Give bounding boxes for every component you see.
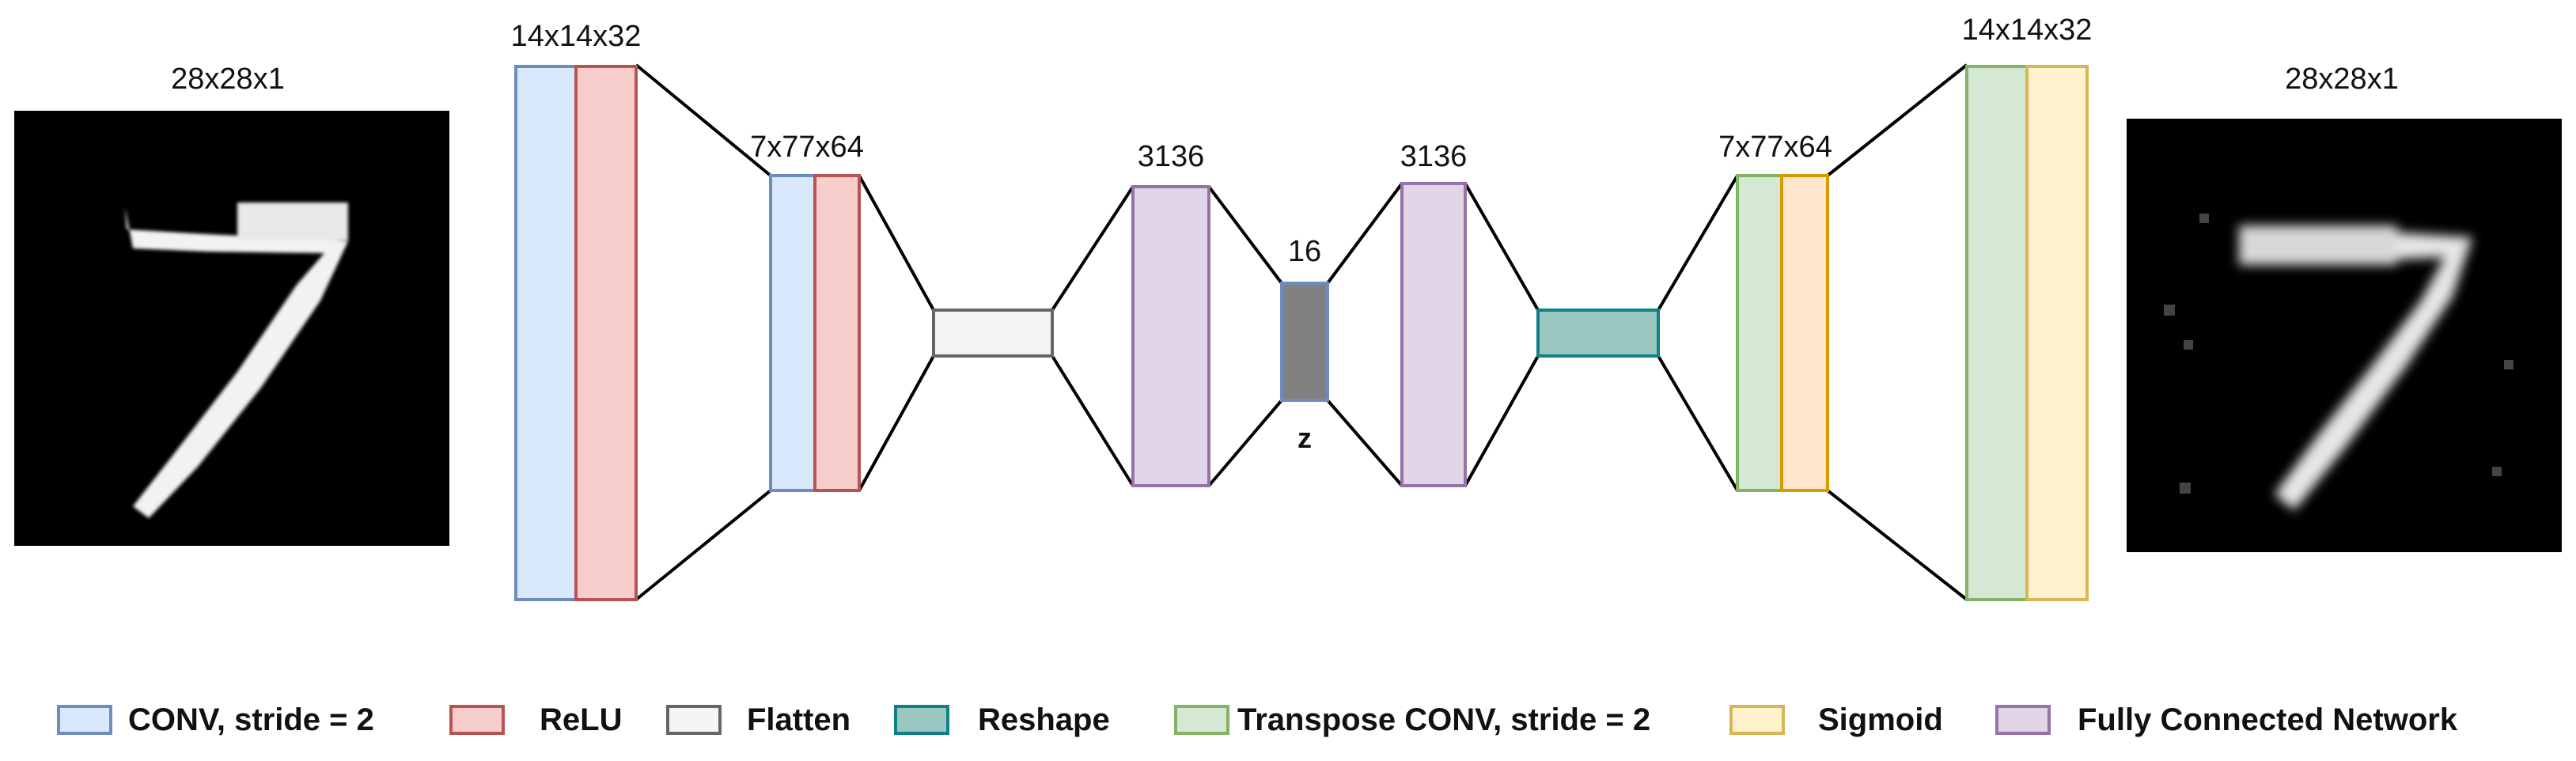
legend-swatch-conv — [57, 705, 112, 735]
encoder-relu2-layer — [813, 174, 861, 492]
legend-swatch-reshape — [894, 705, 949, 735]
decoder-tconv1-layer — [1736, 174, 1783, 492]
legend-label-reshape: Reshape — [978, 702, 1110, 737]
encoder-conv2-dim-label: 7x77x64 — [750, 131, 864, 164]
legend-swatch-fully-connected — [1995, 705, 2051, 735]
latent-z-layer — [1280, 282, 1329, 402]
latent-dim-label: 16 — [1288, 235, 1321, 268]
legend-swatch-sigmoid — [1729, 705, 1785, 735]
legend-item-flatten: Flatten — [666, 696, 850, 744]
legend-swatch-relu — [449, 705, 505, 735]
latent-name-label: z — [1297, 422, 1312, 454]
flatten-layer — [932, 309, 1054, 358]
autoencoder-diagram: 28x28x1 14x14x32 7x77x64 3136 16 z 3136 … — [14, 13, 2562, 601]
legend-item-reshape: Reshape — [894, 696, 1110, 744]
legend-item-relu: ReLU — [449, 696, 622, 744]
legend-item-fully-connected: Fully Connected Network — [1995, 696, 2457, 744]
encoder-conv2-layer — [769, 174, 816, 492]
reshape-layer — [1536, 309, 1660, 358]
output-dim-label: 28x28x1 — [2285, 62, 2399, 96]
legend-swatch-flatten — [666, 705, 722, 735]
legend-item-conv: CONV, stride = 2 — [57, 696, 374, 744]
legend-item-sigmoid: Sigmoid — [1729, 696, 1943, 744]
encoder-relu1-layer — [574, 65, 638, 601]
encoder-fc-dim-label: 3136 — [1138, 140, 1205, 173]
decoder-tconv2-dim-label: 14x14x32 — [1962, 13, 2093, 47]
encoder-conv1-dim-label: 14x14x32 — [511, 20, 642, 53]
encoder-conv1-layer — [514, 65, 578, 601]
legend-item-transpose-conv: Transpose CONV, stride = 2 — [1174, 696, 1650, 744]
legend-label-conv: CONV, stride = 2 — [128, 702, 374, 737]
input-dim-label: 28x28x1 — [171, 62, 285, 96]
decoder-fc-layer — [1400, 182, 1467, 487]
legend-label-flatten: Flatten — [747, 702, 851, 737]
legend: CONV, stride = 2 ReLU Flatten Reshape Tr… — [0, 696, 2576, 752]
encoder-fc-layer — [1131, 185, 1210, 487]
legend-label-fully-connected: Fully Connected Network — [2078, 702, 2458, 737]
legend-label-transpose-conv: Transpose CONV, stride = 2 — [1237, 702, 1651, 737]
legend-swatch-transpose-conv — [1174, 705, 1229, 735]
connector-lines — [635, 63, 1968, 601]
decoder-relu1-layer — [1780, 174, 1829, 492]
decoder-sigmoid-layer — [2025, 65, 2089, 601]
legend-label-sigmoid: Sigmoid — [1818, 702, 1943, 737]
decoder-fc-dim-label: 3136 — [1400, 140, 1468, 173]
legend-label-relu: ReLU — [540, 702, 623, 737]
input-image — [14, 111, 449, 546]
output-image — [2127, 119, 2562, 552]
decoder-tconv1-dim-label: 7x77x64 — [1718, 131, 1832, 164]
decoder-tconv2-layer — [1965, 65, 2029, 601]
